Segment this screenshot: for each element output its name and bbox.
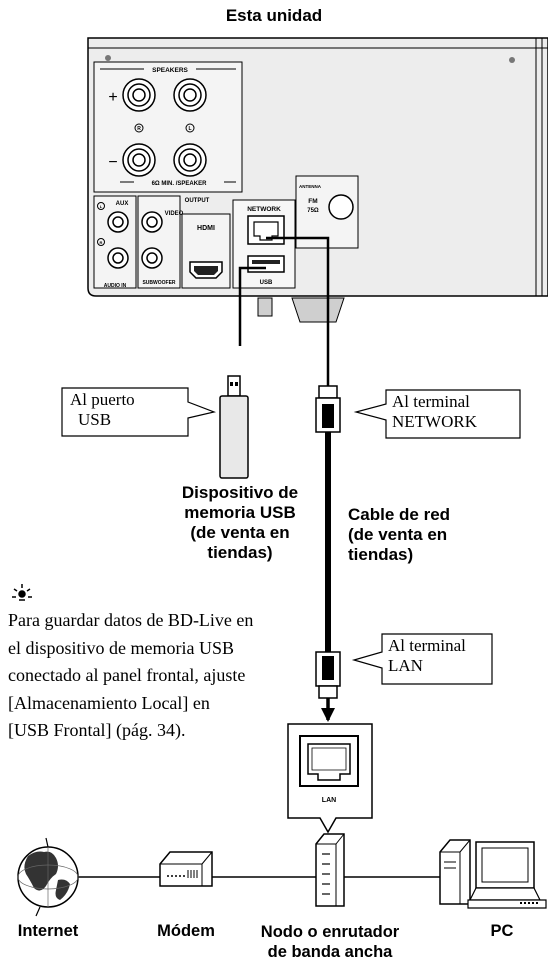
minus-sign: − xyxy=(108,154,117,171)
speaker-terminal xyxy=(173,143,207,177)
network-callout-box xyxy=(353,389,521,439)
router-lan-label: LAN xyxy=(322,797,336,804)
caption-line: tiendas) xyxy=(348,545,414,564)
r-mark: R xyxy=(137,126,141,132)
usb-link-line xyxy=(238,266,266,346)
subwoofer-jack xyxy=(141,247,163,269)
caption-line: (de venta en xyxy=(348,525,448,544)
router-label-line: de banda ancha xyxy=(267,943,393,961)
aux-jack xyxy=(107,247,129,269)
l-mark: L xyxy=(188,126,191,132)
usb-callout-line: Al puerto xyxy=(70,390,135,409)
aux-jack xyxy=(107,211,129,233)
hdmi-label: HDMI xyxy=(197,225,215,232)
internet-label: Internet xyxy=(17,922,79,940)
usb-callout-text: Al puerto USB xyxy=(70,390,186,430)
speaker-terminal xyxy=(122,143,156,177)
fm-label: FM xyxy=(308,198,317,205)
output-label: OUTPUT xyxy=(185,198,210,204)
network-cable-upper xyxy=(266,236,330,388)
lightbulb-tip-icon xyxy=(12,584,32,601)
caption-line: tiendas) xyxy=(207,543,273,562)
subwoofer-label: SUBWOOFER xyxy=(142,280,175,286)
lan-callout-text: Al terminal LAN xyxy=(388,636,492,676)
router-lan-port xyxy=(287,723,373,834)
speaker-impedance-label: 6Ω MIN. /SPEAKER xyxy=(152,181,207,187)
usb-callout-box xyxy=(61,387,217,437)
caption-line: Cable de red xyxy=(348,505,451,524)
modem-label: Módem xyxy=(157,922,215,940)
caption-line: (de venta en xyxy=(190,523,290,542)
tip-line: el dispositivo de memoria USB xyxy=(8,637,234,658)
network-plug-top xyxy=(315,385,341,433)
lan-callout-line: Al terminal xyxy=(388,636,466,655)
caption-line: memoria USB xyxy=(184,503,296,522)
network-callout-line: Al terminal xyxy=(392,392,470,411)
speakers-label: SPEAKERS xyxy=(152,67,188,74)
aux-r-mark: R xyxy=(100,240,103,245)
tip-line: [USB Frontal] (pág. 34). xyxy=(8,720,186,740)
aux-l-mark: L xyxy=(100,204,103,209)
plus-sign: + xyxy=(108,89,117,106)
network-callout-text: Al terminal NETWORK xyxy=(392,392,518,432)
usb-label: USB xyxy=(260,280,273,286)
fm-ohm-label: 75Ω xyxy=(307,208,319,214)
modem-icon xyxy=(159,851,213,887)
tip-line: [Almacenamiento Local] en xyxy=(8,692,210,713)
internet-globe-icon xyxy=(17,837,79,917)
speaker-terminal xyxy=(122,78,156,112)
usb-port xyxy=(247,255,285,273)
audio-in-label: AUDIO IN xyxy=(104,283,127,289)
network-label: NETWORK xyxy=(247,206,281,213)
pc-icon xyxy=(439,839,547,909)
aux-label: AUX xyxy=(116,201,129,207)
tip-line: conectado al panel frontal, ajuste xyxy=(8,665,246,685)
router-icon xyxy=(315,833,345,907)
router-label-line: Nodo o enrutador xyxy=(260,923,400,941)
antenna-label: ANTENNA xyxy=(299,184,322,189)
video-label: VIDEO xyxy=(165,211,184,217)
tip-note: Para guardar datos de BD-Live en el disp… xyxy=(8,607,318,745)
video-jack xyxy=(141,211,163,233)
usb-memory-stick xyxy=(219,375,249,479)
usb-device-caption: Dispositivo de memoria USB (de venta en … xyxy=(150,483,330,563)
network-port xyxy=(247,215,285,245)
lan-callout-line: LAN xyxy=(388,656,423,675)
network-cable-caption: Cable de red (de venta en tiendas) xyxy=(348,505,488,565)
usb-callout-line: USB xyxy=(78,410,112,429)
fm-antenna-jack xyxy=(328,194,354,220)
caption-line: Dispositivo de xyxy=(181,483,299,502)
network-plug-bottom xyxy=(315,651,341,699)
unit-title: Esta unidad xyxy=(225,6,323,25)
tip-line: Para guardar datos de BD-Live en xyxy=(8,610,254,630)
pc-label: PC xyxy=(490,922,514,940)
router-label: Nodo o enrutador de banda ancha xyxy=(250,922,410,962)
network-callout-line: NETWORK xyxy=(392,412,477,431)
speaker-terminal xyxy=(173,78,207,112)
lan-callout-box xyxy=(351,633,493,685)
